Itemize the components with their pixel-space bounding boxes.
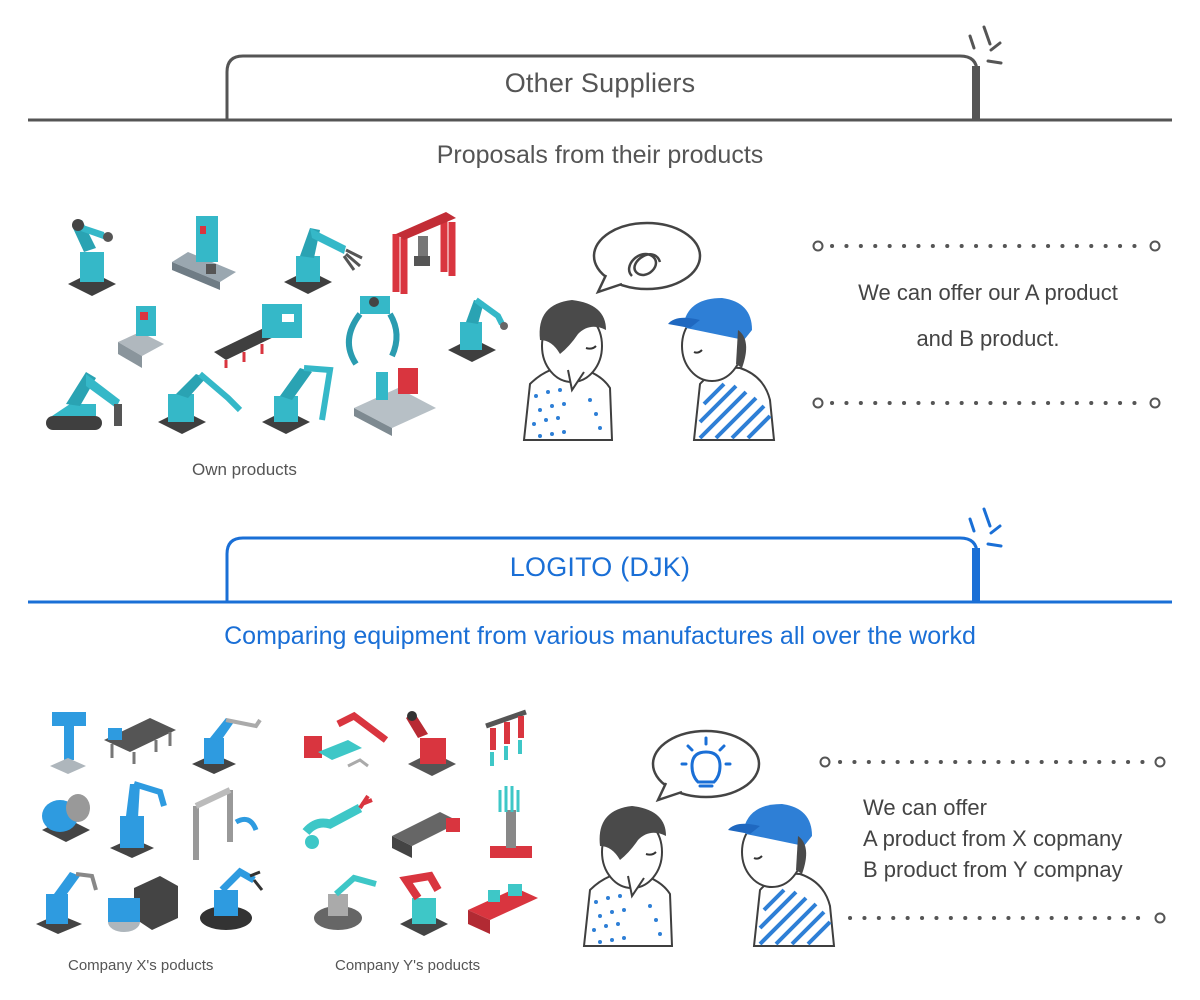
drill-press-icon (50, 712, 86, 774)
cobot-icon (36, 872, 98, 934)
bottom-offer-frame (819, 756, 1166, 924)
own-products-caption: Own products (192, 460, 297, 479)
other-suppliers-title: Other Suppliers (504, 68, 696, 98)
belt-unit-icon (392, 812, 460, 858)
industrial-arm-icon (262, 365, 334, 434)
robot-arm-small-icon (448, 297, 508, 362)
milling-machine-icon (172, 216, 236, 290)
robot-arm-icon (68, 219, 116, 296)
top-offer-line-1: We can offer our A product (858, 280, 1118, 305)
scara-arm-icon (302, 794, 373, 849)
frame-gripper-icon (193, 787, 259, 860)
gantry-robot-icon (392, 212, 456, 294)
company-y-products-illustration (302, 709, 538, 936)
company-x-caption: Company X's poducts (68, 957, 214, 974)
lightbulb-icon (680, 736, 732, 788)
sparkle-icon-blue (968, 507, 1003, 548)
company-y-caption: Company Y's poducts (335, 957, 481, 974)
machining-center-icon (354, 368, 436, 436)
bottom-offer-line-3: B product from Y compnay (863, 857, 1123, 882)
red-station-icon (304, 711, 389, 768)
conveyor-icon (214, 304, 302, 368)
sparkle-icon (968, 25, 1003, 65)
other-suppliers-tab-frame (28, 54, 1172, 122)
logito-tab-frame (28, 536, 1172, 604)
supplier-person-icon (668, 298, 776, 441)
turret-arm-icon (314, 874, 377, 930)
own-products-illustration (46, 212, 508, 436)
top-offer-line-2: and B product. (916, 326, 1060, 351)
bottom-offer-line-2: A product from X copmany (863, 826, 1123, 851)
logito-person-icon (728, 804, 836, 947)
six-axis-robot-icon (110, 781, 167, 858)
bottom-subtitle: Comparing equipment from various manufac… (224, 622, 976, 650)
speech-bubble-idea (651, 729, 761, 803)
company-x-products-illustration (36, 712, 264, 934)
robot-arm-blue-icon (192, 718, 262, 774)
top-offer-frame (812, 240, 1161, 409)
top-offer-text: We can offer our A product and B product… (818, 270, 1158, 362)
welding-arm-icon (158, 371, 243, 434)
red-conveyor-icon (468, 884, 538, 934)
gripper-arm-icon (284, 228, 363, 294)
robot-hand-icon (490, 786, 532, 858)
cnc-machine-icon (118, 306, 164, 368)
logito-title: LOGITO (DJK) (509, 552, 691, 582)
red-arm-icon (406, 711, 456, 776)
customer-person-icon (522, 300, 614, 441)
multi-gripper-icon (485, 709, 527, 766)
bottom-offer-line-1: We can offer (863, 795, 987, 820)
speech-bubble-scribble (592, 221, 702, 295)
crawler-arm-icon (46, 372, 122, 430)
machine-block-icon (108, 876, 178, 932)
red-industrial-arm-icon (399, 871, 448, 936)
belt-conveyor-icon (104, 718, 176, 764)
bottom-offer-text: We can offer A product from X copmany B … (863, 792, 1123, 885)
customer-person-icon-2 (582, 806, 674, 947)
grinder-icon (42, 794, 90, 842)
claw-gripper-icon (346, 296, 400, 366)
top-subtitle: Proposals from their products (436, 141, 764, 169)
gripper-cobot-icon (200, 867, 264, 930)
